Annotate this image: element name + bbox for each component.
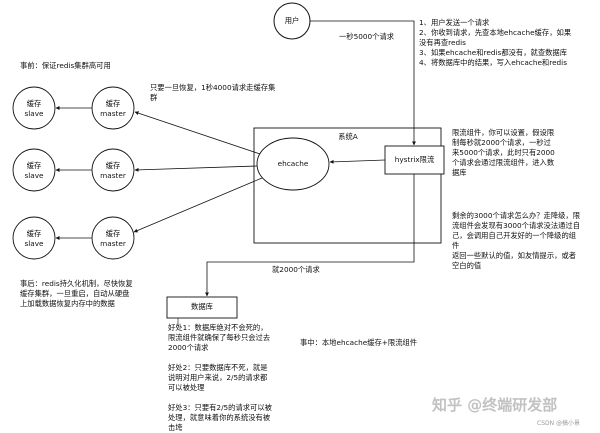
- ehcache-to-master-2: [134, 165, 258, 172]
- rate-db-note: 就2000个请求: [272, 265, 320, 274]
- zhihu-watermark: 知乎 @终端研发部: [432, 396, 558, 414]
- master-label-1: 缓存 master: [100, 99, 126, 118]
- csdn-watermark: CSDN @搞小景: [537, 420, 581, 427]
- user-label: 用户: [284, 16, 300, 25]
- system-a-box: [253, 127, 442, 244]
- ehcache-label: ehcache: [277, 159, 309, 168]
- ehcache-node: [256, 137, 330, 191]
- database-label: 数据库: [191, 302, 213, 311]
- rate-top-note: 一秒5000个请求: [339, 32, 395, 41]
- database-box: [166, 296, 238, 319]
- user-to-hystrix-arrow: [310, 20, 416, 146]
- in-event-note: 事中：本地ehcache缓存+限流组件: [300, 338, 418, 347]
- hystrix-to-ehcache-arrow: [329, 159, 386, 164]
- hystrix-box: [384, 145, 445, 175]
- ehcache-to-master-1: [134, 111, 261, 155]
- degrade-note: 剩余的3000个请求怎么办？走降级，限 流组件会发现有3000个请求没法通过自 …: [452, 211, 581, 270]
- slave-node-2: [12, 148, 56, 192]
- limit-note: 限流组件，你可以设置，假设限 制每秒就2000个请求，一秒过 来5000个请求，…: [452, 128, 555, 177]
- master-label-2: 缓存 master: [100, 161, 126, 180]
- steps-note: 1、用户发送一个请求 2、你收到请求，先查本地ehcache缓存，如果 没有再查…: [419, 18, 572, 67]
- hystrix-label: hystrix限流: [394, 155, 435, 164]
- benefits-note: 好处1：数据库绝对不会死的， 限流组件就确保了每秒只会过去 2000个请求 好处…: [168, 323, 272, 432]
- slave-label-2: 缓存 slave: [24, 161, 44, 180]
- hystrix-to-database-arrow: [205, 174, 415, 297]
- post-event-note: 事后：redis持久化机制，尽快恢复 缓存集群，一旦重启，自动从硬盘 上加载数据…: [20, 279, 133, 308]
- slave-node-1: [12, 86, 56, 130]
- ehcache-to-master-3: [133, 177, 263, 233]
- slave-label-1: 缓存 slave: [24, 99, 44, 118]
- recover-note: 只要一旦恢复，1秒4000请求走缓存集 群: [150, 83, 276, 102]
- master-label-3: 缓存 master: [100, 229, 126, 248]
- system-a-label: 系统A: [338, 132, 358, 141]
- slave-node-3: [12, 216, 56, 260]
- slave-label-3: 缓存 slave: [24, 229, 44, 248]
- pre-event-note: 事前：保证redis集群高可用: [20, 61, 111, 70]
